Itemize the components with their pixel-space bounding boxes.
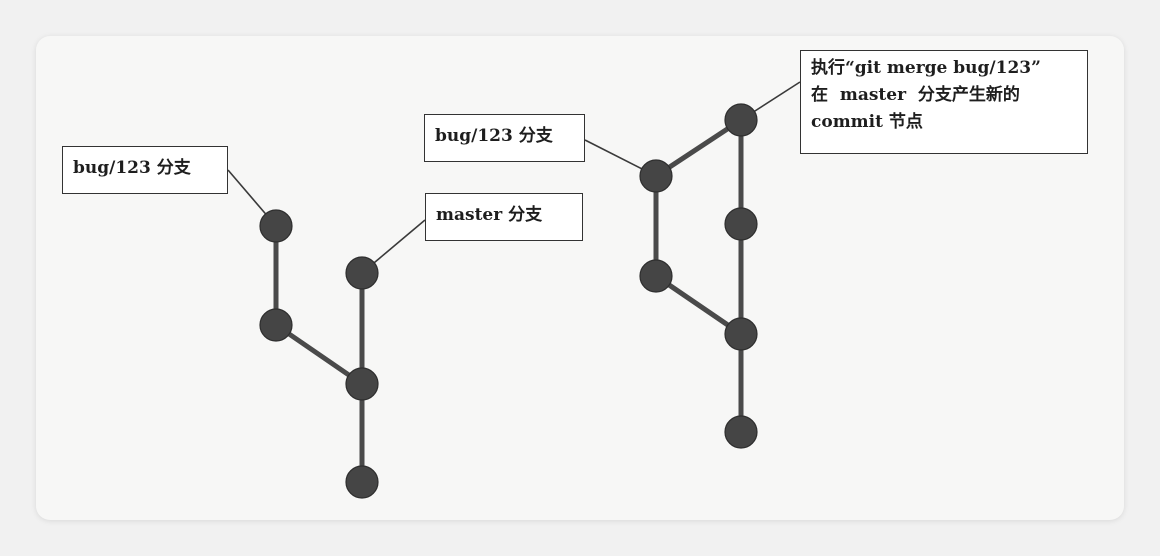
commit-node-right-master-base — [724, 415, 758, 449]
label-right-bug-text: bug/123 分支 — [435, 126, 553, 146]
commit-node-left-bug-tip — [259, 209, 293, 243]
edge-right-bug-2 — [653, 273, 744, 337]
merge-note-box: 执行“git merge bug/123” 在 master 分支产生新的 co… — [800, 50, 1088, 154]
commit-node-left-branch-point — [345, 367, 379, 401]
label-left-bug-text: bug/123 分支 — [73, 158, 191, 178]
merge-note-line-2: 在 master 分支产生新的 — [811, 85, 1020, 105]
commit-node-right-bug-1 — [639, 259, 673, 293]
label-right-bug-branch: bug/123 分支 — [424, 114, 585, 162]
commit-node-right-merge — [724, 103, 758, 137]
commit-node-left-bug-1 — [259, 308, 293, 342]
commit-node-left-master-base — [345, 465, 379, 499]
edge-right-merge — [653, 117, 744, 179]
commit-node-right-master-1 — [724, 207, 758, 241]
merge-note-line-1: 执行“git merge bug/123” — [811, 58, 1041, 78]
label-left-master-branch: master 分支 — [425, 193, 583, 241]
label-left-master-text: master 分支 — [436, 205, 543, 225]
edge-left-bug-2 — [273, 322, 365, 387]
commit-node-left-master-tip — [345, 256, 379, 290]
commit-node-right-branch-point — [724, 317, 758, 351]
label-left-bug-branch: bug/123 分支 — [62, 146, 228, 194]
commit-node-right-bug-tip — [639, 159, 673, 193]
merge-note-line-3: commit 节点 — [811, 112, 923, 132]
